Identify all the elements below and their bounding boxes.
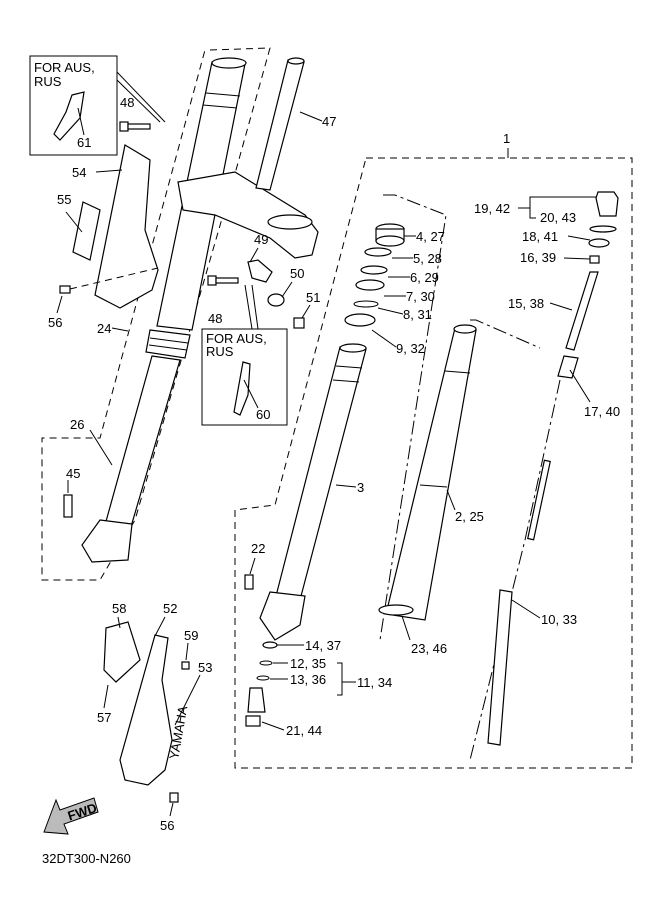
dust-seal-9-32 <box>344 313 376 327</box>
callout-4-27: 4, 27 <box>416 229 445 244</box>
callout-45: 45 <box>66 466 80 481</box>
callout-26: 26 <box>70 417 84 432</box>
callout-22: 22 <box>251 541 265 556</box>
steering-stem <box>255 59 305 191</box>
bolt-45 <box>63 494 73 518</box>
part-label: 61 <box>77 135 91 150</box>
adjuster-11-34 <box>247 687 266 713</box>
inset-top-text: RUS <box>34 74 62 89</box>
callout-labels: 1 47 48 48 54 55 56 56 24 49 50 51 4, 27… <box>48 95 620 833</box>
callout-47: 47 <box>322 114 336 129</box>
callout-8-31: 8, 31 <box>403 307 432 322</box>
washer-12-35 <box>259 660 273 666</box>
callout-59: 59 <box>184 628 198 643</box>
callout-15-38: 15, 38 <box>508 296 544 311</box>
diagram-code: 32DT300-N260 <box>42 851 131 866</box>
yamaha-logo-text: YAMAHA <box>166 704 190 760</box>
bolt-48-top <box>119 121 151 132</box>
bushing-4-27 <box>375 235 405 247</box>
callout-54: 54 <box>72 165 86 180</box>
bracket-61 <box>53 91 85 141</box>
bolt-21-44 <box>245 715 261 727</box>
oring-13-36 <box>256 675 270 681</box>
o-ring-20-43 <box>589 225 617 233</box>
fwd-arrow-icon: FWD <box>43 797 99 835</box>
protector-sticker <box>72 201 101 261</box>
oil-seal-7-30 <box>355 279 385 291</box>
upper-bracket <box>177 171 319 259</box>
bolt-56 <box>59 285 71 294</box>
callout-18-41: 18, 41 <box>522 229 558 244</box>
bolt-48-mid <box>207 275 239 286</box>
left-fork-assembly <box>81 57 247 563</box>
callout-21-44: 21, 44 <box>286 723 322 738</box>
inset-top-text: FOR AUS, <box>34 60 95 75</box>
bushing-5-28 <box>364 247 392 257</box>
bracket-49 <box>247 259 273 283</box>
nut-18-41 <box>588 238 610 248</box>
bracket-60 <box>233 361 251 416</box>
callout-58: 58 <box>112 601 126 616</box>
part-label: 60 <box>256 407 270 422</box>
callout-48: 48 <box>120 95 134 110</box>
callout-24: 24 <box>97 321 111 336</box>
bolt-51 <box>293 317 305 329</box>
callout-49: 49 <box>254 232 268 247</box>
callout-2-25: 2, 25 <box>455 509 484 524</box>
callout-19-42: 19, 42 <box>474 201 510 216</box>
right-fork-boundary <box>234 157 633 769</box>
fork-protector <box>94 144 159 309</box>
callout-1: 1 <box>503 131 510 146</box>
left-fork-boundary <box>41 47 271 581</box>
callout-3: 3 <box>357 480 364 495</box>
callout-6-29: 6, 29 <box>410 270 439 285</box>
inset-mid-text: FOR AUS, <box>206 331 267 346</box>
callout-11-34: 11, 34 <box>357 675 392 690</box>
callout-12-35: 12, 35 <box>290 656 326 671</box>
cap-bolt-19-42 <box>595 191 619 217</box>
bolt-22 <box>244 574 254 590</box>
damper-10-33 <box>487 589 513 746</box>
clip-8-31 <box>353 300 379 308</box>
callout-9-32: 9, 32 <box>396 341 425 356</box>
callout-16-39: 16, 39 <box>520 250 556 265</box>
callout-51: 51 <box>306 290 320 305</box>
clamp-50 <box>267 293 285 307</box>
callout-53: 53 <box>198 660 212 675</box>
spring-17-40 <box>557 355 579 379</box>
callout-48: 48 <box>208 311 222 326</box>
callout-57: 57 <box>97 710 111 725</box>
callout-10-33: 10, 33 <box>541 612 577 627</box>
axle-bracket <box>259 591 306 641</box>
callout-56: 56 <box>48 315 62 330</box>
callout-7-30: 7, 30 <box>406 289 435 304</box>
callout-17-40: 17, 40 <box>584 404 620 419</box>
inset-aus-rus-top <box>29 55 118 156</box>
bolt-56-lower <box>169 792 179 803</box>
rod-15-38 <box>565 271 599 351</box>
inset-aus-rus-mid <box>201 328 288 426</box>
inset-mid-text: RUS <box>206 344 234 359</box>
fwd-label: FWD <box>66 800 99 823</box>
oring-14-37 <box>262 641 278 649</box>
callout-55: 55 <box>57 192 71 207</box>
washer-6-29 <box>360 265 388 275</box>
callout-13-36: 13, 36 <box>290 672 326 687</box>
lower-fork-guard <box>119 634 173 786</box>
callout-56: 56 <box>160 818 174 833</box>
inner-tube <box>275 346 367 601</box>
outer-tube <box>385 327 477 621</box>
guard-plate-58 <box>103 621 141 683</box>
callout-5-28: 5, 28 <box>413 251 442 266</box>
callout-20-43: 20, 43 <box>540 210 576 225</box>
callout-52: 52 <box>163 601 177 616</box>
callout-50: 50 <box>290 266 304 281</box>
ring-23-46 <box>378 604 414 616</box>
nut-16-39 <box>589 255 600 264</box>
callout-23-46: 23, 46 <box>411 641 447 656</box>
nut-59 <box>181 661 190 670</box>
callout-14-37: 14, 37 <box>305 638 341 653</box>
